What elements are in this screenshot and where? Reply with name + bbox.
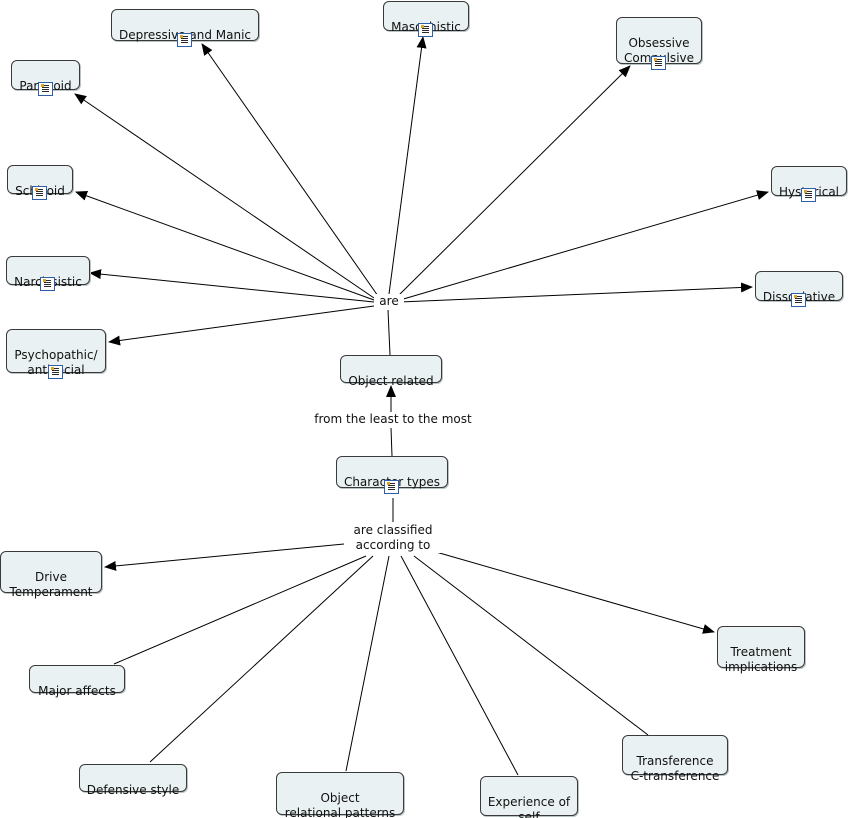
- node-schizoid[interactable]: Schizoid: [7, 165, 73, 200]
- document-icon[interactable]: [37, 82, 53, 96]
- node-label: Defensive style: [86, 783, 180, 797]
- node-label: Experience of self: [487, 795, 571, 818]
- node-treatment-implications[interactable]: Treatment implications: [717, 626, 805, 674]
- edge-are-depressive-manic: [201, 43, 379, 297]
- document-icon[interactable]: [791, 293, 806, 307]
- node-label: Treatment implications: [724, 645, 798, 674]
- edge-are-masochistic: [388, 36, 427, 295]
- document-icon[interactable]: [40, 277, 55, 291]
- node-character-types[interactable]: Character types: [336, 456, 448, 494]
- node-obsessive-compulsive[interactable]: Obsessive Compulsive: [616, 17, 702, 70]
- edge-are-hysterical: [399, 190, 769, 301]
- node-label: Depressive and Manic: [118, 28, 252, 42]
- node-label: Object related: [348, 374, 434, 388]
- node-label: Object relational patterns: [284, 791, 396, 818]
- node-label: Major affects: [38, 684, 116, 698]
- edge-classified-experience: [400, 555, 519, 776]
- node-psychopathic[interactable]: Psychopathic/ antisocial: [6, 329, 106, 379]
- edge-object-related-are: [387, 309, 391, 356]
- node-defensive-style[interactable]: Defensive style: [79, 764, 187, 797]
- edge-classified-major-affects: [113, 555, 367, 665]
- node-narcissistic[interactable]: Narcissistic: [6, 256, 90, 291]
- link-label-are: are: [374, 294, 404, 309]
- node-drive-temperament[interactable]: Drive Temperament: [0, 551, 102, 599]
- document-icon[interactable]: [32, 186, 47, 200]
- link-label-least-to-most: from the least to the most: [309, 412, 477, 427]
- link-label-classified: are classified according to: [344, 523, 442, 553]
- node-major-affects[interactable]: Major affects: [29, 665, 125, 698]
- node-transference[interactable]: Transference C-transference: [622, 735, 728, 783]
- node-depressive-manic[interactable]: Depressive and Manic: [111, 9, 259, 47]
- edge-classified-transference: [413, 555, 649, 736]
- node-label: Transference C-transference: [630, 754, 720, 783]
- document-icon[interactable]: [48, 365, 63, 379]
- node-dissociative[interactable]: Dissociative: [755, 271, 843, 307]
- edge-classified-drive: [104, 543, 345, 571]
- edge-classified-object-relational: [345, 555, 390, 772]
- node-hysterical[interactable]: Hysterical: [771, 166, 847, 202]
- node-experience-of-self[interactable]: Experience of self: [480, 776, 578, 818]
- edge-classified-defensive: [149, 555, 374, 763]
- document-icon[interactable]: [418, 23, 433, 37]
- edge-are-dissociative: [399, 282, 753, 303]
- edge-are-paranoid: [74, 93, 375, 299]
- edge-are-obsessive-compulsive: [397, 65, 631, 297]
- edge-are-schizoid: [75, 191, 375, 301]
- edge-classified-treatment: [435, 551, 715, 634]
- node-object-relational-patterns[interactable]: Object relational patterns: [276, 772, 404, 818]
- node-masochistic[interactable]: Masochistic: [383, 1, 469, 37]
- edge-character-types-label: [390, 427, 393, 457]
- document-icon[interactable]: [801, 188, 816, 202]
- node-label: Drive Temperament: [9, 570, 93, 599]
- document-icon[interactable]: [384, 480, 399, 494]
- edge-are-narcissistic: [89, 269, 375, 303]
- node-paranoid[interactable]: Paranoid: [11, 60, 80, 96]
- node-object-related[interactable]: Object related: [340, 355, 442, 388]
- document-icon[interactable]: [651, 56, 666, 70]
- edge-are-psychopathic: [108, 305, 375, 346]
- document-icon[interactable]: [177, 33, 192, 47]
